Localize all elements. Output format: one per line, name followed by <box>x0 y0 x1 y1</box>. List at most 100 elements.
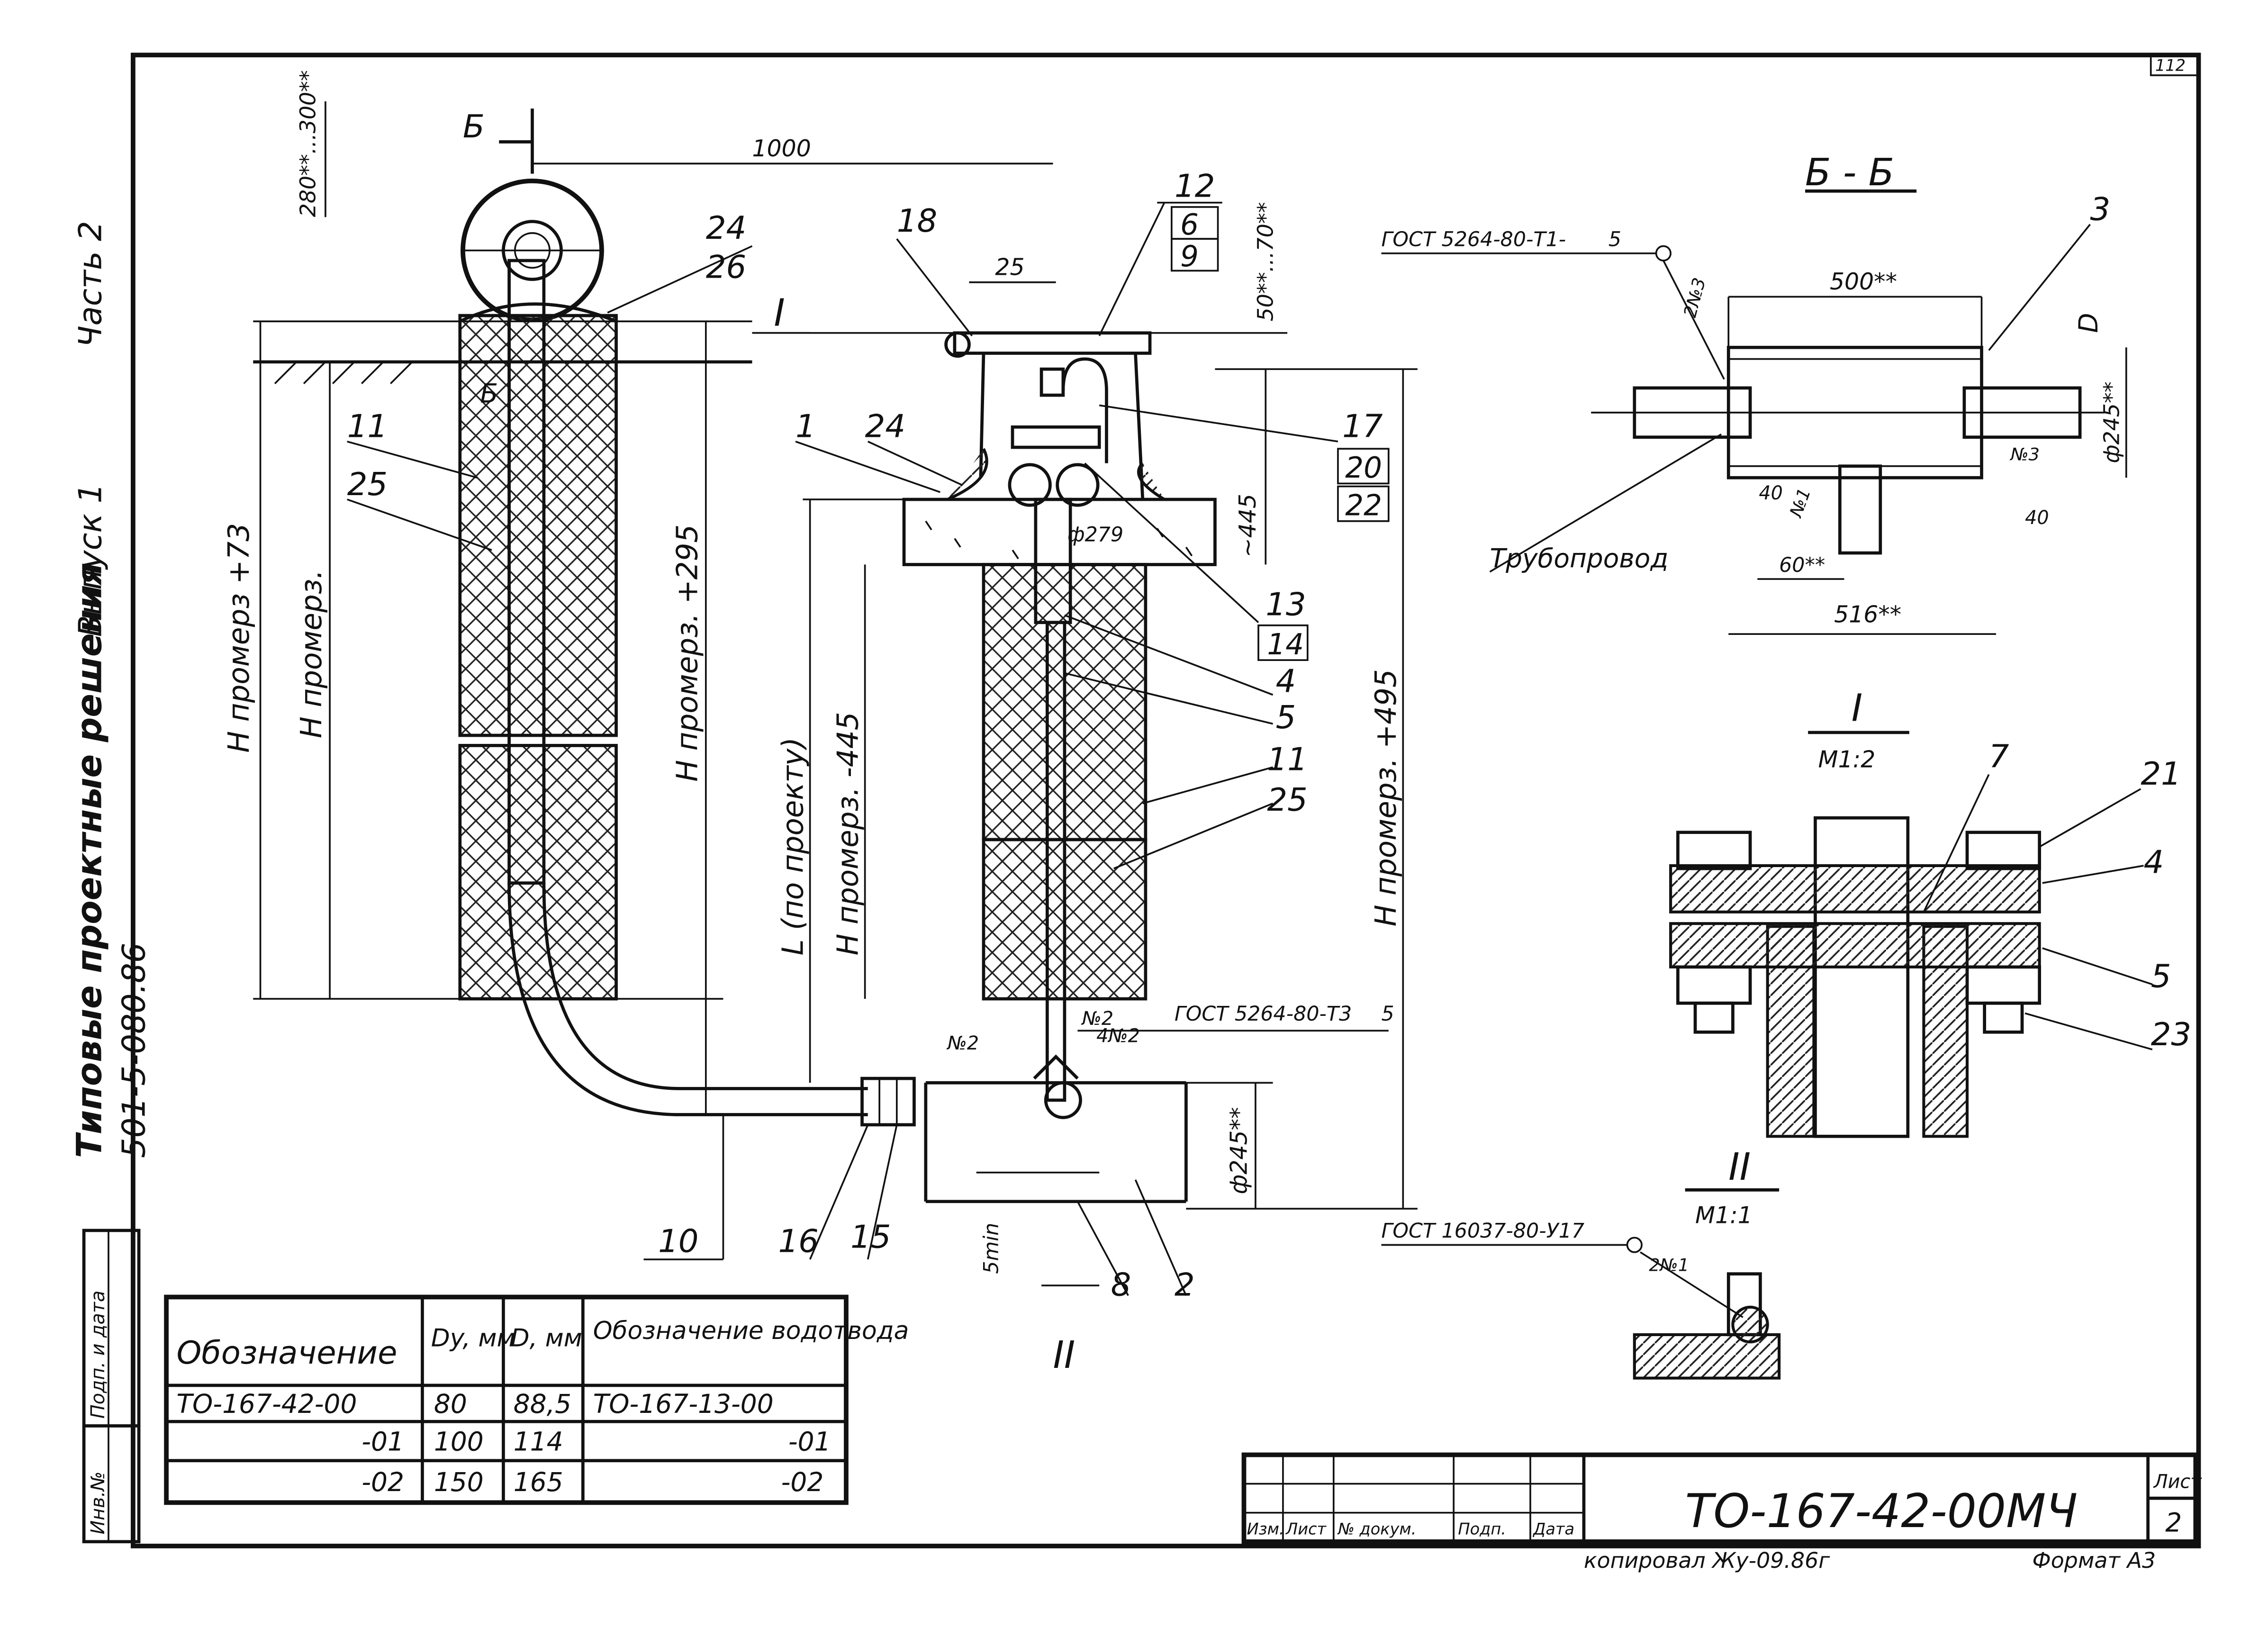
level-l-project: L (по проекту) <box>776 737 810 955</box>
gost-t1-size: 5 <box>1608 227 1621 251</box>
callout-23: 23 <box>2151 1016 2191 1053</box>
riser-pipe <box>507 259 546 885</box>
bb-branch-down <box>1838 464 1882 555</box>
section-mark-II: II <box>1053 1333 1075 1377</box>
callout-13: 13 <box>1265 586 1306 623</box>
dim-60: 60** <box>1779 553 1825 577</box>
dim-500: 500** <box>1830 268 1897 295</box>
stamp-col-date: Дата <box>1532 1520 1574 1538</box>
table-cell: 114 <box>514 1426 563 1456</box>
level-h-73: H промерз +73 <box>222 523 256 753</box>
table-cell: -01 <box>361 1426 404 1456</box>
callout-10: 10 <box>658 1223 698 1260</box>
callout-8: 8 <box>1111 1266 1131 1303</box>
callout-11-left: 11 <box>347 408 388 445</box>
detail1-title: I <box>1852 686 1862 730</box>
dim-516: 516** <box>1834 601 1901 628</box>
detail-II: II М1:1 ГОСТ 16037-80-У17 2№1 <box>1381 1145 1781 1380</box>
level-h: H промерз. <box>295 570 328 738</box>
hatch-cover-18 <box>953 331 1152 355</box>
table-cell: 80 <box>434 1389 467 1419</box>
detail1-scale: М1:2 <box>1818 746 1876 773</box>
table-cell: 100 <box>434 1426 484 1456</box>
callout-17: 17 <box>1342 408 1383 445</box>
detail2-scale: М1:1 <box>1695 1202 1753 1229</box>
corner-mark: 112 <box>2155 56 2186 75</box>
dim-279: ф279 <box>1067 523 1123 547</box>
callout-6: 6 <box>1180 208 1199 242</box>
pipeline-label: Трубопровод <box>1490 543 1669 574</box>
gost-u17: ГОСТ 16037-80-У17 <box>1382 1219 1585 1243</box>
side-title: Типовые проектные решения 501-5-080.86 В… <box>70 221 153 1158</box>
stamp-col-sign: Подп. <box>1458 1520 1506 1538</box>
callout-20: 20 <box>1345 451 1382 485</box>
callout-26: 26 <box>706 249 746 286</box>
left-riser-assembly: Б Б 280**...300** 1000 H промерз +73 H п… <box>222 70 1053 1260</box>
weld-2no3: 2№3 <box>1680 275 1709 319</box>
table-cell: ТО-167-42-00 <box>176 1389 357 1419</box>
dim-5min: 5min <box>980 1223 1003 1274</box>
table-cell: -02 <box>781 1467 824 1497</box>
callout-1: 1 <box>795 408 816 445</box>
bent-pipe-10 <box>507 883 868 1116</box>
weld-no2-c: 4№2 <box>1096 1025 1140 1047</box>
stamp-col-list: Лист <box>1285 1520 1327 1538</box>
level-h-295: H промерз. +295 <box>671 525 705 782</box>
callout-12: 12 <box>1175 167 1215 204</box>
callout-14: 14 <box>1267 628 1304 661</box>
hydrant-assembly: ф279 L (по проекту) H промерз. -445 H пр… <box>752 167 1418 1377</box>
dim-1000: 1000 <box>752 135 811 162</box>
label-D: D <box>2073 313 2104 333</box>
side-title-issue: Выпуск 1 <box>72 483 109 637</box>
weld-no2-a: №2 <box>947 1032 979 1054</box>
detail1-flange-upper <box>1669 864 2041 913</box>
dim-50-70: 50**...70** <box>1253 202 1278 321</box>
concrete-slab <box>902 497 1217 566</box>
callout-7: 7 <box>1989 738 2009 775</box>
table-cell: 165 <box>514 1467 563 1497</box>
callout-15: 15 <box>850 1219 891 1256</box>
dim-245-main: ф245** <box>1226 1107 1253 1194</box>
detail2-title: II <box>1728 1145 1751 1189</box>
table-header-designation: Обозначение <box>176 1334 397 1371</box>
gost-t3: ГОСТ 5264-80-Т3 <box>1175 1002 1352 1026</box>
callout-25-left: 25 <box>347 466 388 503</box>
dim-40-left: 40 <box>1759 482 1782 504</box>
table-cell: 88,5 <box>514 1389 571 1419</box>
insulation-lower <box>458 744 618 1001</box>
weld-no3: №3 <box>2010 444 2040 465</box>
gost-t1: ГОСТ 5264-80-Т1- <box>1382 227 1566 251</box>
section-mark-I: I <box>774 290 785 335</box>
side-title-line1: Типовые проектные решения <box>70 562 110 1158</box>
stamp-col-doc: № докум. <box>1337 1520 1416 1538</box>
callout-24: 24 <box>865 408 905 445</box>
callout-24-left: 24 <box>706 209 746 246</box>
callout-22: 22 <box>1345 489 1382 523</box>
spec-table: Обозначение Dy, мм D, мм Обозначение вод… <box>164 1294 909 1505</box>
callout-4-detail: 4 <box>2143 843 2164 880</box>
detail1-flange-lower <box>1669 922 2041 968</box>
section-bb-title: Б - Б <box>1805 150 1894 194</box>
side-title-line2: 501-5-080.86 <box>115 943 152 1158</box>
weld-no1: №1 <box>1785 485 1815 520</box>
title-block: Инв.№ Подп. и дата Изм. Лист № докум. По… <box>82 1229 2202 1573</box>
stamp-format: Формат А3 <box>2032 1547 2156 1573</box>
weld-no2-b: №2 <box>1081 1008 1114 1030</box>
callout-18: 18 <box>897 202 937 239</box>
table-cell: -01 <box>788 1426 831 1456</box>
stamp-col-izm: Изм. <box>1247 1520 1284 1538</box>
drawing-designation: ТО-167-42-00МЧ <box>1685 1484 2078 1538</box>
hydrant-stem <box>1045 621 1066 1102</box>
callout-5-detail: 5 <box>2151 958 2171 995</box>
section-mark-b-lower: Б <box>480 378 498 408</box>
stamp-side <box>82 1229 141 1544</box>
side-title-part: Часть 2 <box>72 221 109 347</box>
dim-445: ~445 <box>1234 494 1261 557</box>
table-header-dy: Dy, мм <box>431 1324 515 1352</box>
drawing-frame <box>130 53 2201 1548</box>
dim-245-bb: ф245** <box>2099 381 2124 463</box>
callout-2: 2 <box>1175 1266 1195 1303</box>
table-cell: 150 <box>434 1467 484 1497</box>
callout-9: 9 <box>1180 240 1199 273</box>
